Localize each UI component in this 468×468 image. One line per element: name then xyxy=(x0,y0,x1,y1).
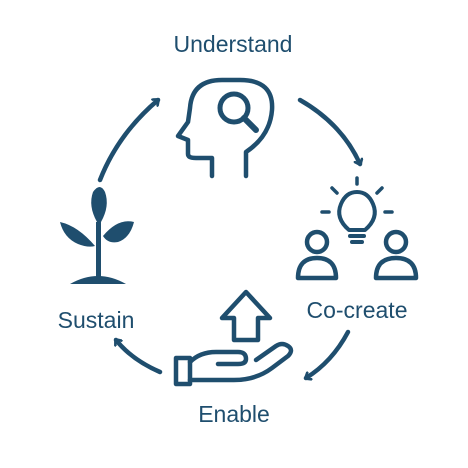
stage-label-cocreate: Co-create xyxy=(307,297,408,323)
arrow-cocreate-to-enable xyxy=(303,329,351,378)
arrow-sustain-to-understand xyxy=(97,97,161,183)
two-people-with-lightbulb-icon xyxy=(295,176,419,281)
stage-label-enable: Enable xyxy=(198,401,270,427)
hand-with-up-arrow-icon xyxy=(173,289,294,387)
head-with-magnifier-icon xyxy=(175,77,275,179)
stage-label-understand: Understand xyxy=(174,31,293,57)
arrow-understand-to-cocreate xyxy=(297,97,360,167)
stage-label-sustain: Sustain xyxy=(58,307,135,333)
cycle-arrows xyxy=(97,97,360,378)
arrow-enable-to-sustain xyxy=(113,337,163,375)
sprouting-plant-icon xyxy=(60,187,134,284)
